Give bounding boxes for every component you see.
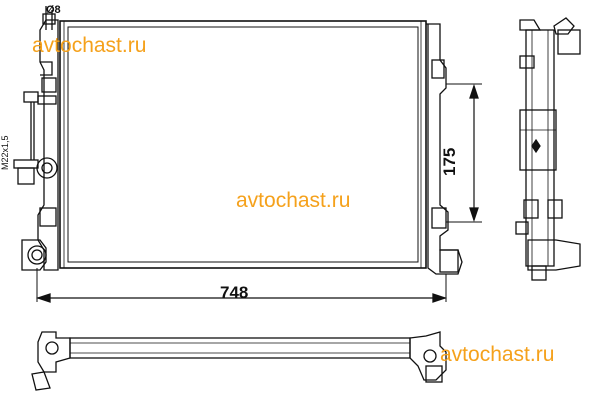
diameter-label: Ø8 xyxy=(46,4,61,16)
height-dimension xyxy=(446,83,482,223)
side-view xyxy=(515,17,581,281)
width-dimension-label: 748 xyxy=(220,283,249,302)
height-dimension-label: 175 xyxy=(440,147,459,176)
radiator-core xyxy=(59,20,427,269)
thread-label: M22x1,5 xyxy=(0,135,10,170)
watermark-bottom-right: avtochast.ru xyxy=(440,343,555,366)
width-dimension xyxy=(35,268,448,303)
right-tank xyxy=(426,23,463,275)
watermark-center: avtochast.ru xyxy=(236,189,351,212)
left-tank xyxy=(21,6,59,271)
watermark-top-left: avtochast.ru xyxy=(32,34,147,57)
drain-fitting xyxy=(13,91,39,185)
bottom-view xyxy=(31,331,447,391)
